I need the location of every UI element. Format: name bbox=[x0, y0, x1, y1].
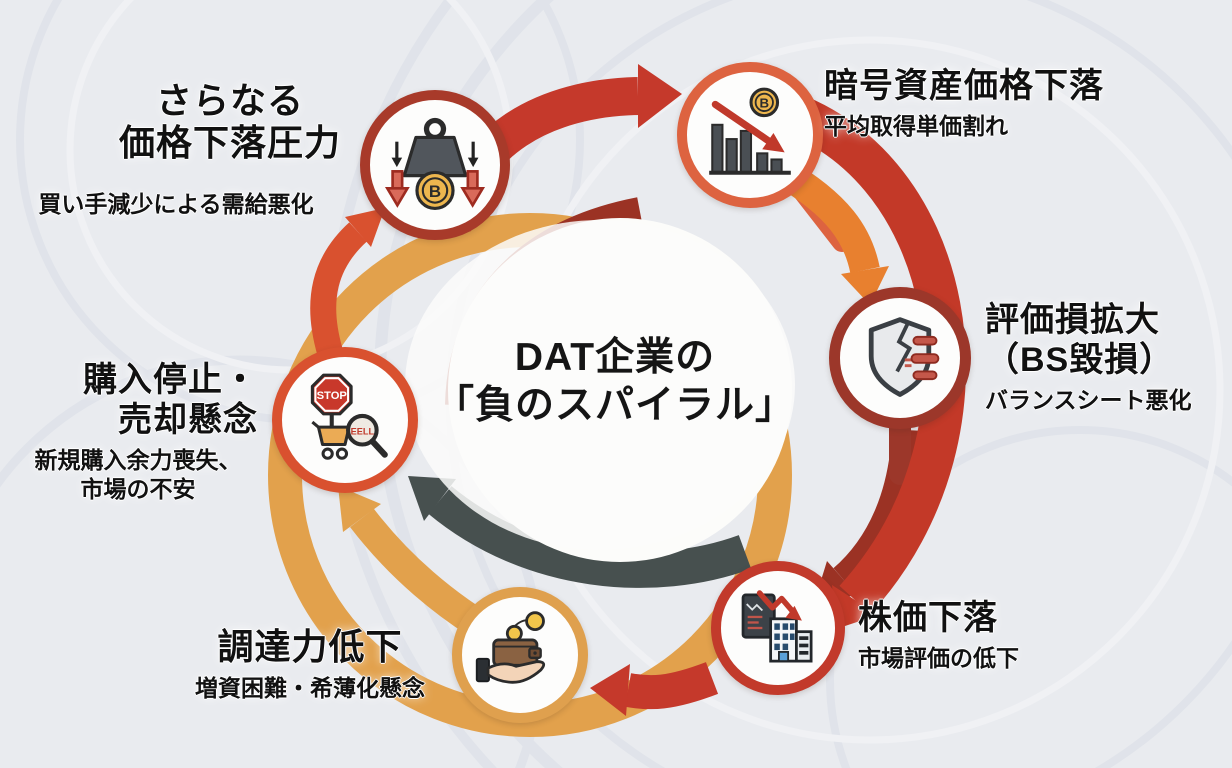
node-crypto-price-drop: B bbox=[677, 62, 823, 208]
node-stock-price-drop bbox=[711, 561, 845, 695]
red-left-up-arrow-head bbox=[345, 208, 385, 247]
label-purchase-halt: 購入停止・ 売却懸念 新規購入余力喪失、 市場の不安 bbox=[18, 360, 258, 504]
label-subtitle: 増資困難・希薄化懸念 bbox=[195, 675, 425, 702]
red-bottom-arrow-head bbox=[590, 664, 630, 716]
label-subtitle: バランスシート悪化 bbox=[985, 387, 1192, 414]
sell-magnifier-text: EELL bbox=[351, 426, 375, 436]
node-further-price-pressure: B bbox=[360, 90, 510, 240]
label-title: 暗号資産価格下落 bbox=[824, 67, 1104, 105]
node-funding-decline bbox=[452, 587, 588, 723]
label-valuation-loss: 評価損拡大 （BS毀損） バランスシート悪化 bbox=[985, 300, 1230, 415]
node-valuation-loss bbox=[829, 287, 971, 429]
center-title-line1: DAT企業の bbox=[514, 336, 716, 379]
falling-stock-building-icon bbox=[741, 590, 813, 663]
node-purchase-halt: STOP EELL bbox=[272, 347, 418, 493]
label-title: 調達力低下 bbox=[217, 626, 403, 667]
label-title2: 売却懸念 bbox=[118, 401, 258, 440]
center-title: DAT企業の 「負のスパイラル」 bbox=[415, 334, 815, 429]
wallet-in-hand-coins-icon bbox=[475, 611, 546, 684]
label-further-price-pressure: さらなる 価格下落圧力 bbox=[90, 80, 370, 165]
declining-bar-chart-bitcoin-icon: B bbox=[709, 87, 791, 175]
label-title: 購入停止・ bbox=[83, 361, 258, 399]
sublabel-further-price-pressure: 買い手減少による需給悪化 bbox=[8, 184, 344, 219]
label-stock-price-drop: 株価下落 市場評価の低下 bbox=[858, 598, 1138, 673]
label-subtitle2: 市場の不安 bbox=[80, 475, 196, 502]
weight-on-bitcoin-down-arrows-icon: B bbox=[384, 117, 486, 211]
orange-down-arrow-head bbox=[841, 266, 889, 305]
label-subtitle: 買い手減少による需給悪化 bbox=[38, 191, 314, 217]
bitcoin-symbol: B bbox=[429, 182, 441, 201]
center-disc-halo bbox=[405, 220, 795, 550]
label-title: さらなる bbox=[155, 80, 304, 121]
red-left-up-arrow bbox=[310, 222, 368, 356]
red-top-arrow-head bbox=[638, 64, 682, 128]
label-subtitle: 新規購入余力喪失、 bbox=[34, 447, 242, 474]
stop-sign-cart-sell-magnifier-icon: STOP EELL bbox=[310, 373, 388, 460]
label-funding-decline: 調達力低下 増資困難・希薄化懸念 bbox=[160, 626, 460, 703]
label-title2: （BS毀損） bbox=[985, 341, 1175, 380]
bitcoin-symbol: B bbox=[759, 95, 769, 110]
center-title-line2: 「負のスパイラル」 bbox=[434, 383, 795, 427]
stop-sign-text: STOP bbox=[317, 390, 348, 402]
label-title: 評価損拡大 bbox=[985, 301, 1160, 339]
charcoal-arrow bbox=[428, 486, 752, 588]
broken-shield-icon bbox=[868, 317, 940, 397]
label-crypto-price-drop: 暗号資産価格下落 平均取得単価割れ bbox=[824, 66, 1184, 141]
orange-upleft-arrow-head bbox=[338, 486, 381, 532]
red-bottom-arrow bbox=[624, 662, 719, 710]
label-title2: 価格下落圧力 bbox=[118, 122, 341, 164]
label-subtitle: 平均取得単価割れ bbox=[824, 113, 1008, 140]
charcoal-arrow-head bbox=[408, 476, 456, 521]
label-subtitle: 市場評価の低下 bbox=[858, 645, 1019, 672]
label-title: 株価下落 bbox=[858, 599, 998, 637]
